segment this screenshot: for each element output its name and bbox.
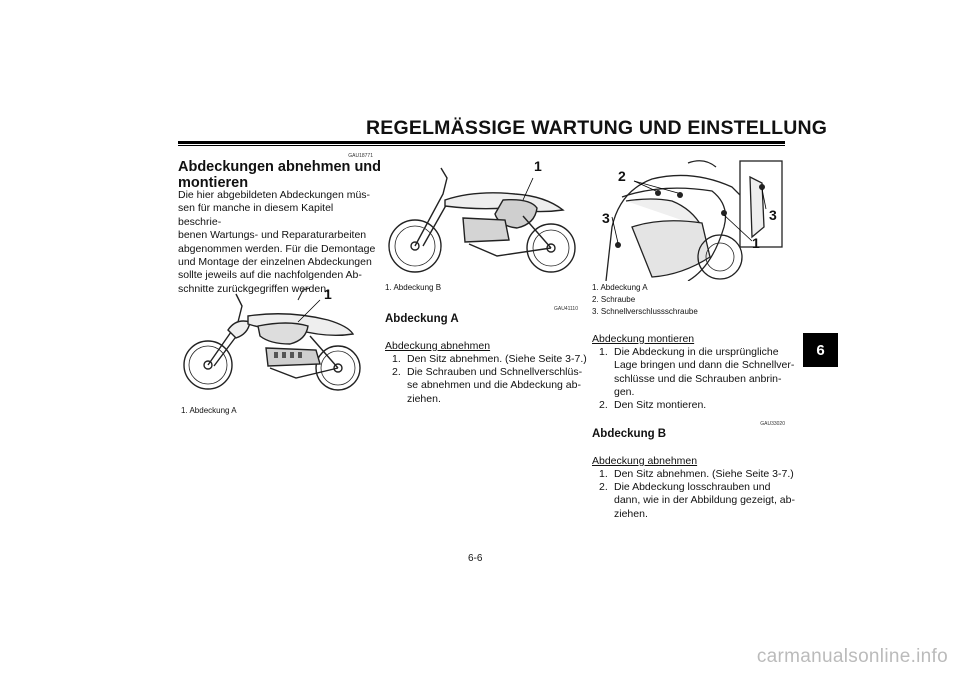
- section-code: GAU33020: [760, 421, 785, 427]
- page-title: REGELMÄSSIGE WARTUNG UND EINSTELLUNG: [366, 117, 828, 139]
- step-line: dann, wie in der Abbildung gezeigt, ab-: [614, 494, 795, 507]
- step-text: Den Sitz abnehmen. (Siehe Seite 3-7.): [407, 353, 587, 365]
- figure-caption: 1. Abdeckung A: [181, 406, 237, 415]
- section-heading: Abdeckung B: [592, 428, 667, 440]
- figure-callout: 1: [752, 235, 760, 251]
- step-item: 1. Den Sitz abnehmen. (Siehe Seite 3-7.): [599, 468, 799, 482]
- page-number: 6-6: [468, 553, 483, 564]
- motorcycle-figure-middle: [385, 160, 580, 282]
- step-number: 1.: [392, 353, 401, 365]
- header-rule: [178, 141, 785, 144]
- chapter-tab: 6: [803, 333, 838, 367]
- step-text: Den Sitz abnehmen. (Siehe Seite 3-7.): [614, 468, 794, 480]
- step-line: Die Abdeckung losschrauben und: [614, 481, 771, 493]
- step-line: Lage bringen und dann die Schnellver-: [614, 359, 795, 372]
- step-number: 1.: [599, 346, 608, 358]
- figure-callout: 3: [602, 210, 610, 226]
- step-line: ziehen.: [407, 392, 441, 405]
- subheading: Abdeckung montieren: [592, 333, 695, 345]
- section-heading: Abdeckungen abnehmen und montieren: [178, 159, 381, 191]
- figure-caption: 1. Abdeckung A: [592, 283, 648, 292]
- step-number: 2.: [599, 481, 608, 493]
- figure-callout: 2: [618, 168, 626, 184]
- figure-callout: 1: [324, 286, 332, 302]
- step-line: schlüsse und die Schrauben anbrin-: [614, 372, 782, 385]
- section-heading-line1: Abdeckungen abnehmen und: [178, 159, 382, 175]
- motorcycle-figure-left: [178, 282, 370, 400]
- figure-caption: 1. Abdeckung B: [385, 283, 442, 292]
- figure-caption: 3. Schnellverschlussschraube: [592, 307, 698, 316]
- step-line: Die Schrauben und Schnellverschlüs-: [407, 366, 583, 378]
- subheading: Abdeckung abnehmen: [385, 340, 491, 352]
- step-line: gen.: [614, 386, 635, 399]
- step-line: Die Abdeckung in die ursprüngliche: [614, 346, 779, 358]
- step-text: Den Sitz montieren.: [614, 399, 707, 411]
- intro-paragraph: Die hier abgebildeten Abdeckungen müs- s…: [178, 189, 378, 296]
- section-heading: Abdeckung A: [385, 313, 459, 325]
- section-heading-line2: montieren: [178, 175, 249, 191]
- step-text: Die Abdeckung losschrauben und dann, wie…: [614, 481, 795, 521]
- paragraph-line: und Montage der einzelnen Abdeckungen: [178, 256, 372, 269]
- paragraph-line: Die hier abgebildeten Abdeckungen müs-: [178, 189, 371, 201]
- section-code: GAU18771: [348, 153, 373, 159]
- step-line: ziehen.: [614, 507, 648, 520]
- step-number: 1.: [599, 468, 608, 480]
- figure-caption-list: 1. Abdeckung A 2. Schraube 3. Schnellver…: [592, 282, 698, 318]
- step-line: se abnehmen und die Abdeckung ab-: [407, 379, 581, 392]
- paragraph-line: schnitte zurückgegriffen werden.: [178, 282, 329, 295]
- paragraph-line: benen Wartungs- und Reparaturarbeiten: [178, 229, 367, 242]
- paragraph-line: sen für manche in diesem Kapitel beschri…: [178, 202, 334, 228]
- paragraph-line: abgenommen werden. Für die Demontage: [178, 242, 376, 255]
- figure-callout: 3: [769, 207, 777, 223]
- figure-caption: 2. Schraube: [592, 295, 636, 304]
- step-item: 1. Den Sitz abnehmen. (Siehe Seite 3-7.): [392, 353, 592, 367]
- cover-detail-figure: [592, 157, 785, 281]
- step-item: 2. Die Abdeckung losschrauben und dann, …: [599, 481, 799, 523]
- step-item: 2. Die Schrauben und Schnellverschlüs- s…: [392, 366, 592, 408]
- step-text: Die Abdeckung in die ursprüngliche Lage …: [614, 346, 794, 400]
- step-number: 2.: [599, 399, 608, 411]
- figure-callout: 1: [534, 158, 542, 174]
- watermark: carmanualsonline.info: [756, 646, 948, 667]
- step-item: 1. Die Abdeckung in die ursprüngliche La…: [599, 346, 799, 402]
- subheading: Abdeckung abnehmen: [592, 455, 698, 467]
- paragraph-line: sollte jeweils auf die nachfolgenden Ab-: [178, 269, 362, 282]
- step-number: 2.: [392, 366, 401, 378]
- section-code: GAU41110: [554, 306, 578, 312]
- step-item: 2. Den Sitz montieren.: [599, 399, 799, 413]
- header-rule-thin: [178, 145, 785, 146]
- step-text: Die Schrauben und Schnellverschlüs- se a…: [407, 366, 582, 406]
